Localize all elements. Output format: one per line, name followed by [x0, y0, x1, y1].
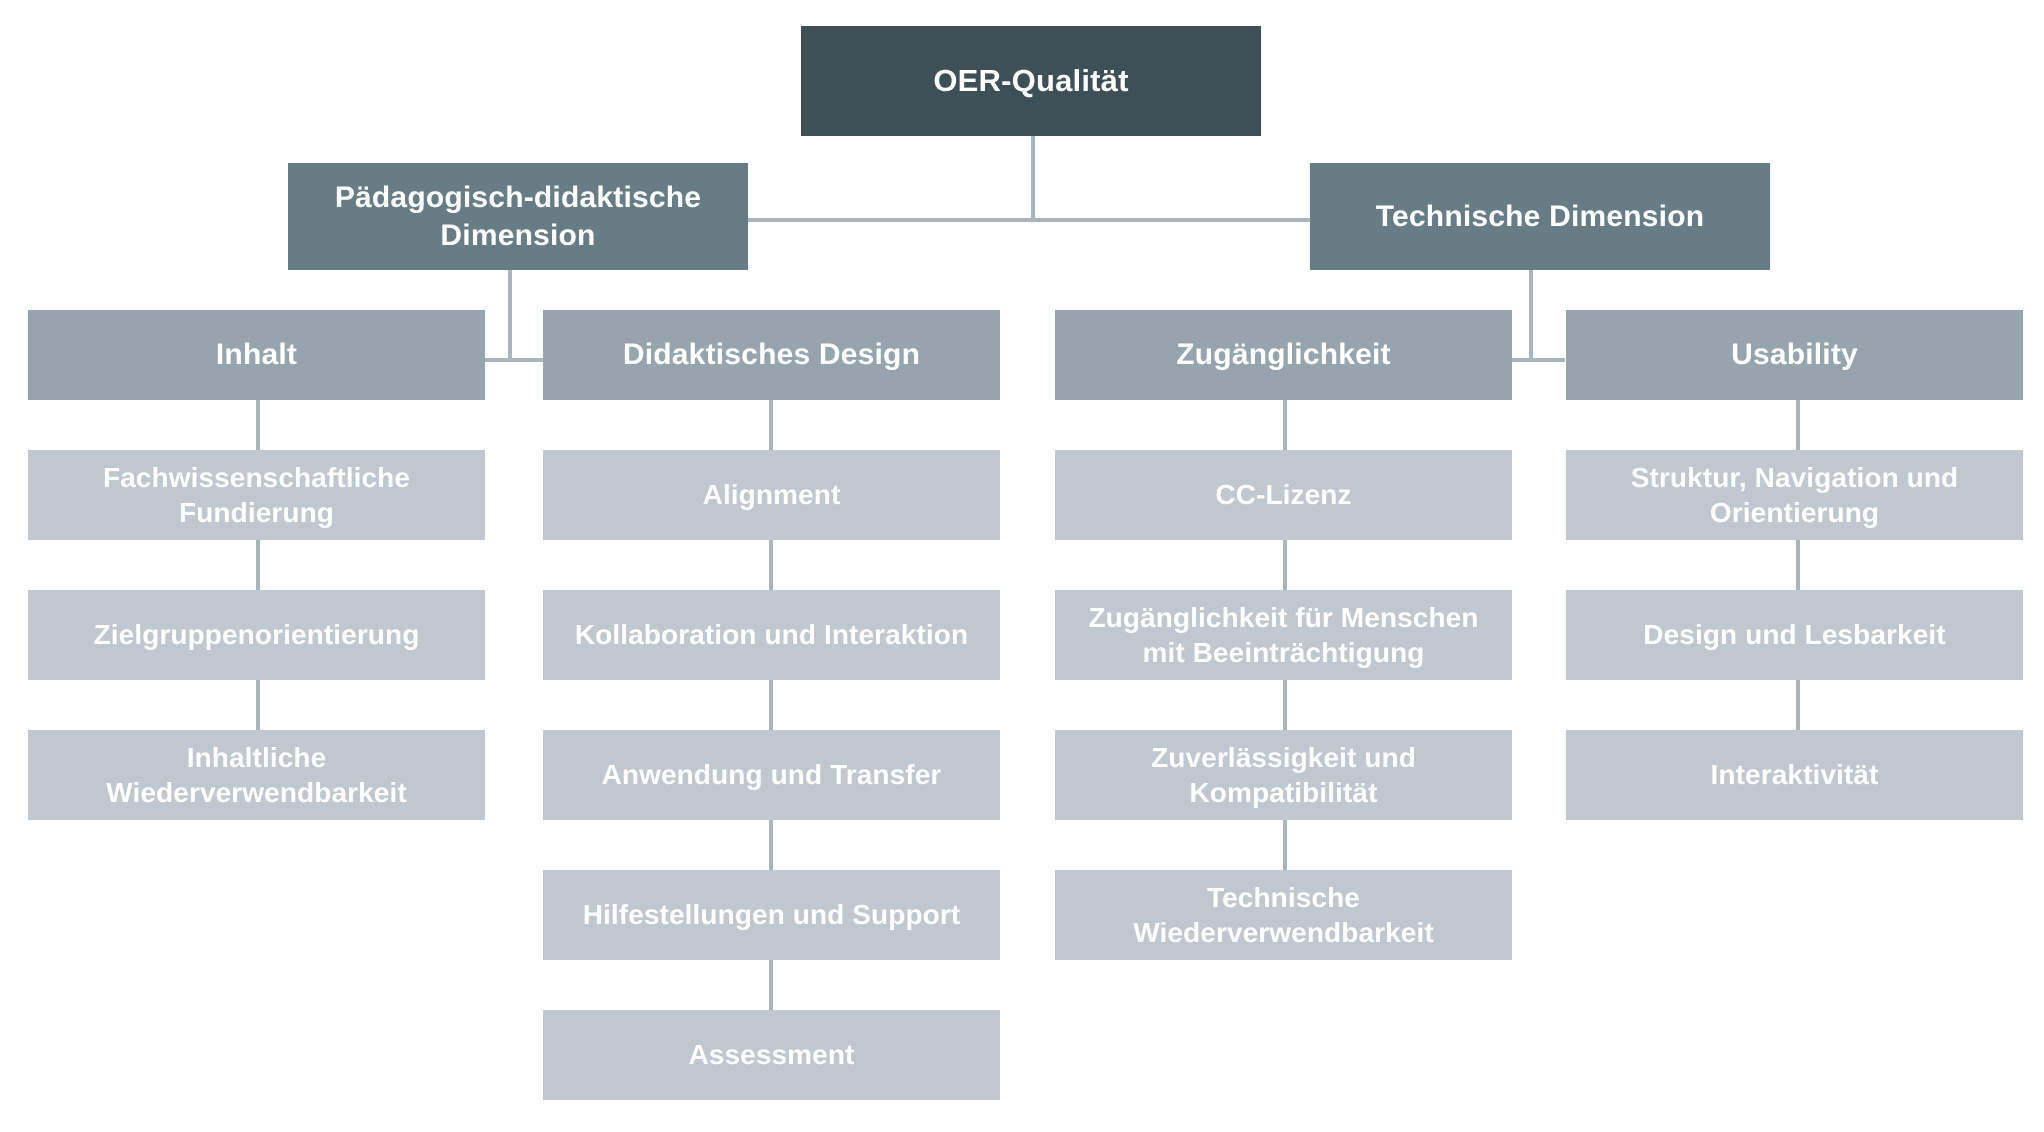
node-category-didaktisches-design[interactable]: Didaktisches Design: [543, 310, 1000, 400]
node-criterion-usability-3[interactable]: Interaktivität: [1566, 730, 2023, 820]
node-criterion-label: Design und Lesbarkeit: [1643, 619, 1946, 651]
node-dimension-label: Pädagogisch-didaktische Dimension: [334, 180, 702, 252]
node-category-label: Zugänglichkeit: [1176, 338, 1391, 372]
connector-right-dimension-down: [1529, 270, 1533, 362]
node-criterion-label: CC-Lizenz: [1215, 479, 1352, 511]
node-criterion-didaktisches-design-4[interactable]: Hilfestellungen und Support: [543, 870, 1000, 960]
node-category-inhalt[interactable]: Inhalt: [28, 310, 485, 400]
node-category-label: Usability: [1731, 338, 1858, 372]
node-criterion-inhalt-3[interactable]: Inhaltliche Wiederverwendbarkeit: [28, 730, 485, 820]
node-criterion-usability-2[interactable]: Design und Lesbarkeit: [1566, 590, 2023, 680]
connector-spine-zugaenglichkeit: [1283, 400, 1287, 960]
node-root-label: OER-Qualität: [933, 63, 1129, 99]
node-criterion-usability-1[interactable]: Struktur, Navigation und Orientierung: [1566, 450, 2023, 540]
node-criterion-zugaenglichkeit-3[interactable]: Zuverlässigkeit und Kompatibilität: [1055, 730, 1512, 820]
node-category-zugaenglichkeit[interactable]: Zugänglichkeit: [1055, 310, 1512, 400]
connector-left-category-rail: [484, 358, 544, 362]
node-criterion-label: Alignment: [702, 479, 841, 511]
node-category-usability[interactable]: Usability: [1566, 310, 2023, 400]
node-criterion-label: Zielgruppenorientierung: [93, 619, 420, 651]
node-criterion-label: Assessment: [688, 1039, 855, 1071]
node-criterion-zugaenglichkeit-2[interactable]: Zugänglichkeit für Menschen mit Beeinträ…: [1055, 590, 1512, 680]
node-criterion-label: Interaktivität: [1710, 759, 1879, 791]
node-root-oer-qualitaet[interactable]: OER-Qualität: [801, 26, 1261, 136]
node-criterion-inhalt-2[interactable]: Zielgruppenorientierung: [28, 590, 485, 680]
node-criterion-label: Inhaltliche Wiederverwendbarkeit: [106, 741, 407, 808]
node-criterion-label: Fachwissenschaftliche Fundierung: [102, 461, 411, 528]
connector-dimension-rail: [738, 218, 1320, 222]
node-criterion-didaktisches-design-1[interactable]: Alignment: [543, 450, 1000, 540]
connector-right-category-rail: [1505, 358, 1565, 362]
node-criterion-zugaenglichkeit-1[interactable]: CC-Lizenz: [1055, 450, 1512, 540]
node-criterion-didaktisches-design-3[interactable]: Anwendung und Transfer: [543, 730, 1000, 820]
node-category-label: Inhalt: [215, 338, 298, 372]
connector-root-down: [1031, 136, 1035, 220]
node-category-label: Didaktisches Design: [622, 338, 921, 372]
node-criterion-label: Anwendung und Transfer: [601, 759, 942, 791]
node-criterion-didaktisches-design-5[interactable]: Assessment: [543, 1010, 1000, 1100]
node-criterion-inhalt-1[interactable]: Fachwissenschaftliche Fundierung: [28, 450, 485, 540]
node-criterion-zugaenglichkeit-4[interactable]: Technische Wiederverwendbarkeit: [1055, 870, 1512, 960]
node-criterion-label: Struktur, Navigation und Orientierung: [1630, 461, 1959, 528]
node-dimension-paedagogisch-didaktisch[interactable]: Pädagogisch-didaktische Dimension: [288, 163, 748, 270]
node-criterion-didaktisches-design-2[interactable]: Kollaboration und Interaktion: [543, 590, 1000, 680]
connector-left-dimension-down: [508, 270, 512, 362]
node-dimension-technische[interactable]: Technische Dimension: [1310, 163, 1770, 270]
node-dimension-label: Technische Dimension: [1375, 199, 1705, 233]
node-criterion-label: Hilfestellungen und Support: [582, 899, 961, 931]
node-criterion-label: Kollaboration und Interaktion: [574, 619, 969, 651]
node-criterion-label: Technische Wiederverwendbarkeit: [1133, 881, 1434, 948]
node-criterion-label: Zuverlässigkeit und Kompatibilität: [1151, 741, 1416, 808]
node-criterion-label: Zugänglichkeit für Menschen mit Beeinträ…: [1088, 601, 1479, 668]
